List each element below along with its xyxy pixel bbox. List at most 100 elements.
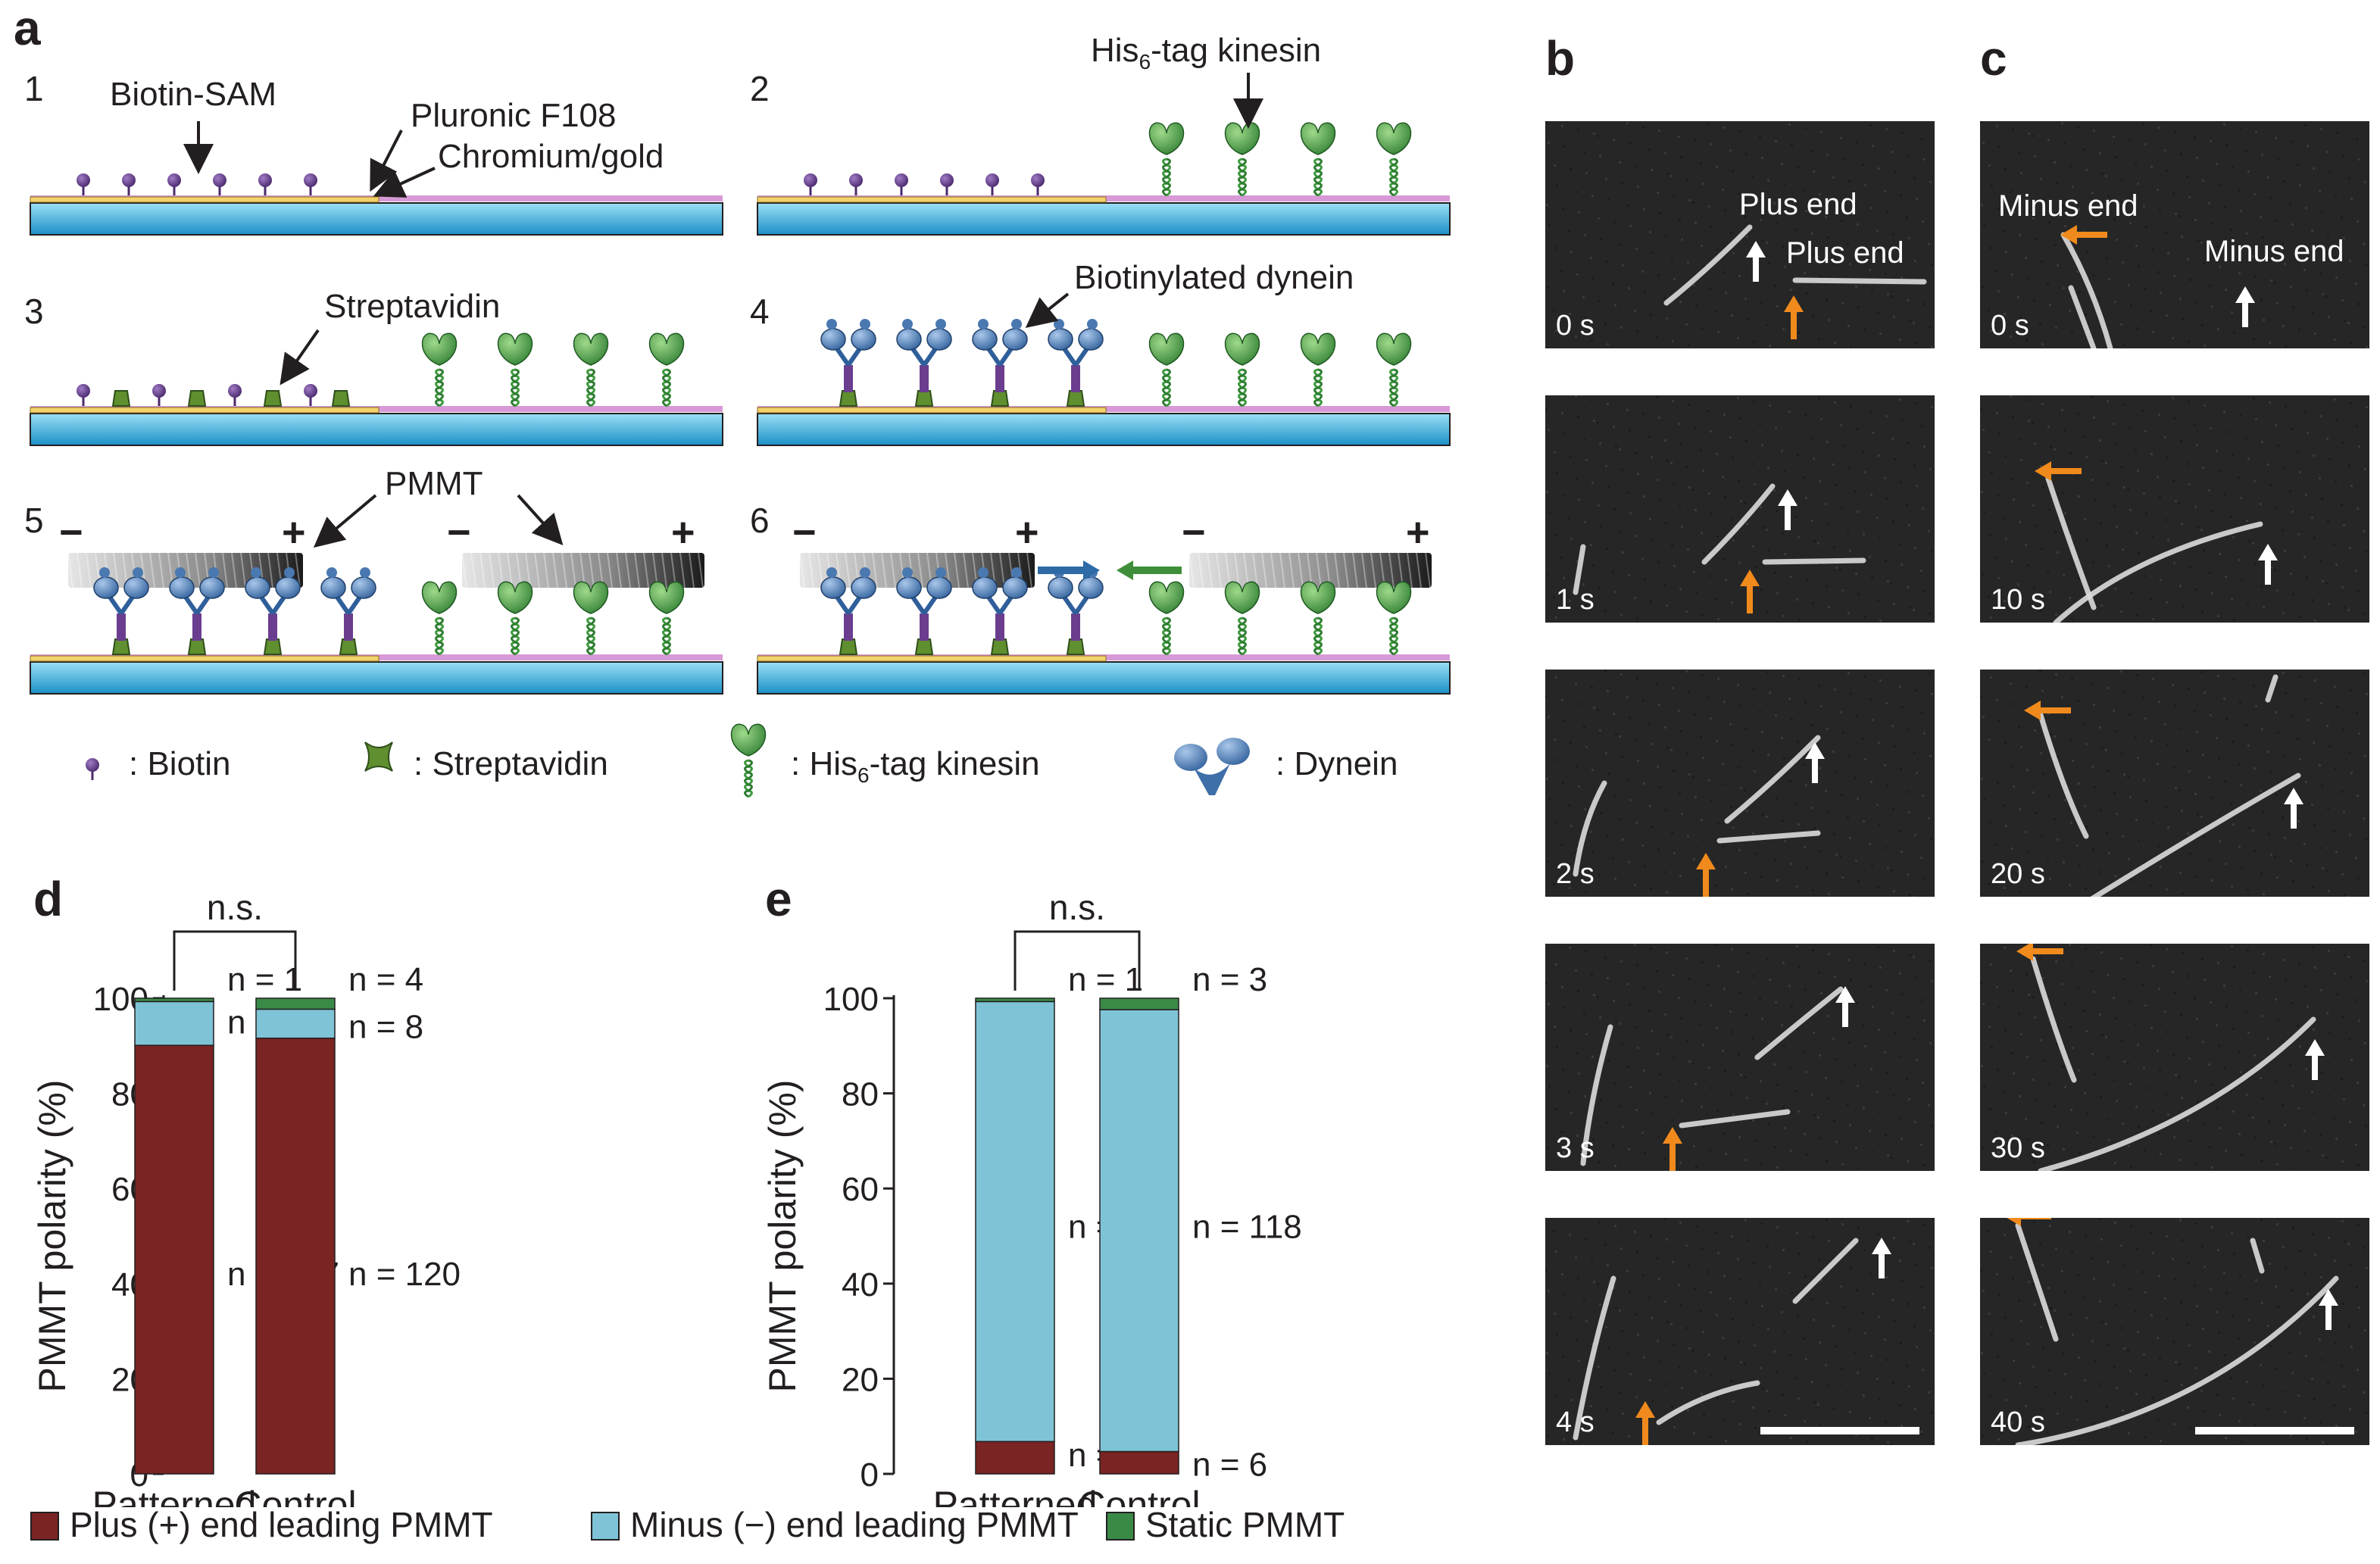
microtubule	[67, 552, 303, 588]
kinesin-molecule	[497, 581, 533, 656]
dynein-molecule	[93, 567, 149, 655]
microscopy-frame: 10 s	[1980, 395, 2369, 623]
microtubule-filament	[1792, 277, 1927, 285]
label-chromium-gold: Chromium/gold	[438, 138, 664, 175]
label-his-kinesin: His6-tag kinesin	[1091, 32, 1322, 73]
biotin-molecule	[77, 384, 90, 406]
orange-arrow	[2016, 944, 2063, 961]
bar-segment	[975, 1001, 1055, 1443]
label-pmmt: PMMT	[385, 465, 483, 502]
end-label: Plus end	[1739, 188, 1857, 221]
y-tick-label: 60	[842, 1171, 879, 1208]
bar-segment	[134, 1001, 214, 1046]
streptavidin-icon	[364, 741, 393, 772]
streptavidin-molecule	[187, 390, 207, 407]
microtubule-filament	[1580, 1024, 1613, 1166]
legend-label: Plus (+) end leading PMMT	[70, 1505, 493, 1544]
y-tick-label: 0	[860, 1456, 879, 1494]
streptavidin-molecule	[111, 638, 131, 655]
orange-arrow	[1635, 1401, 1655, 1445]
x-tick-label: Control	[1078, 1484, 1200, 1507]
orange-arrow	[2024, 701, 2071, 720]
pointer-arrow	[280, 329, 320, 386]
gold-pattern	[30, 655, 379, 662]
y-tick-label: 80	[842, 1076, 879, 1113]
glass-slide	[30, 202, 723, 236]
legend-kinesin-label: : His6-tag kinesin	[791, 745, 1040, 787]
biotin-molecule	[304, 173, 317, 195]
legend-swatch	[591, 1512, 620, 1541]
step-6-number: 6	[750, 501, 770, 540]
kinesin-molecule	[421, 332, 458, 407]
gold-pattern	[30, 196, 379, 203]
microtubule-filament	[1716, 830, 1821, 844]
microtubule-filament	[1573, 544, 1586, 595]
plus-sign: +	[671, 510, 695, 555]
microscopy-frame: 3 s	[1545, 944, 1935, 1171]
kinesin-molecule	[1376, 122, 1412, 197]
step-4-number: 4	[750, 292, 770, 331]
biotin-molecule	[304, 384, 317, 406]
streptavidin-molecule	[331, 390, 351, 407]
kinesin-molecule	[1376, 332, 1412, 407]
legend-label: Minus (−) end leading PMMT	[630, 1505, 1079, 1544]
orange-arrow	[2035, 461, 2082, 481]
pointer-arrow	[370, 130, 403, 192]
time-stamp: 30 s	[1991, 1132, 2045, 1164]
time-stamp: 0 s	[1556, 310, 1594, 342]
panel-c-letter: c	[1980, 31, 2007, 86]
dynein-molecule	[245, 567, 301, 655]
x-tick-label: Patterned	[92, 1484, 257, 1507]
white-arrow	[1746, 241, 1766, 282]
data-label: n = 6	[1192, 1446, 1267, 1483]
white-arrow	[1805, 742, 1825, 783]
significance-label: n.s.	[207, 888, 263, 927]
kinesin-molecule	[1148, 332, 1185, 407]
microtubule-filament	[1762, 557, 1866, 565]
significance-bracket	[173, 930, 297, 991]
step-2-number: 2	[750, 69, 770, 108]
glass-slide	[757, 661, 1451, 695]
significance-bracket	[1014, 930, 1141, 991]
biotin-molecule	[152, 384, 166, 406]
white-arrow	[1778, 489, 1797, 530]
kinesin-molecule	[497, 332, 533, 407]
substrate-6	[757, 654, 1451, 695]
microtubule-filament	[1701, 483, 1776, 565]
bar-segment	[975, 1441, 1055, 1475]
label-biotin-sam: Biotin-SAM	[110, 76, 277, 113]
orange-arrow	[1663, 1127, 1682, 1171]
biotin-molecule	[258, 173, 272, 195]
dynein-molecule	[820, 567, 876, 655]
panel-a-schematic	[30, 73, 1451, 798]
microtubule-filament	[1656, 1380, 1760, 1425]
panel-b-letter: b	[1545, 31, 1576, 86]
pointer-arrow	[517, 494, 564, 545]
bar-segment	[1099, 1009, 1179, 1453]
y-tick-label: 20	[842, 1361, 879, 1398]
white-arrow	[2305, 1039, 2325, 1080]
kinesin-molecule	[1376, 581, 1412, 656]
label-streptavidin: Streptavidin	[324, 288, 501, 325]
glass-slide	[757, 413, 1451, 446]
streptavidin-molecule	[187, 638, 207, 655]
microtubule	[1188, 552, 1432, 588]
kinesin-molecule	[421, 581, 458, 656]
y-axis-label: PMMT polarity (%)	[31, 1079, 73, 1392]
streptavidin-molecule	[263, 638, 283, 655]
legend-biotin-label: : Biotin	[129, 745, 231, 782]
streptavidin-molecule	[914, 390, 934, 407]
streptavidin-molecule	[990, 638, 1010, 655]
microtubule-filament	[2053, 521, 2263, 623]
y-tick-label: 100	[823, 981, 879, 1018]
kinesin-molecule	[1224, 332, 1260, 407]
chart-legend: Plus (+) end leading PMMT Minus (−) end l…	[30, 1504, 1485, 1550]
microtubule-filament	[1573, 1275, 1616, 1441]
kinesin-molecule	[1300, 332, 1336, 407]
white-arrow	[2319, 1289, 2338, 1330]
pointer-arrow	[313, 494, 377, 548]
microtubule-filament	[1724, 735, 1821, 824]
orange-arrow	[1740, 570, 1760, 613]
